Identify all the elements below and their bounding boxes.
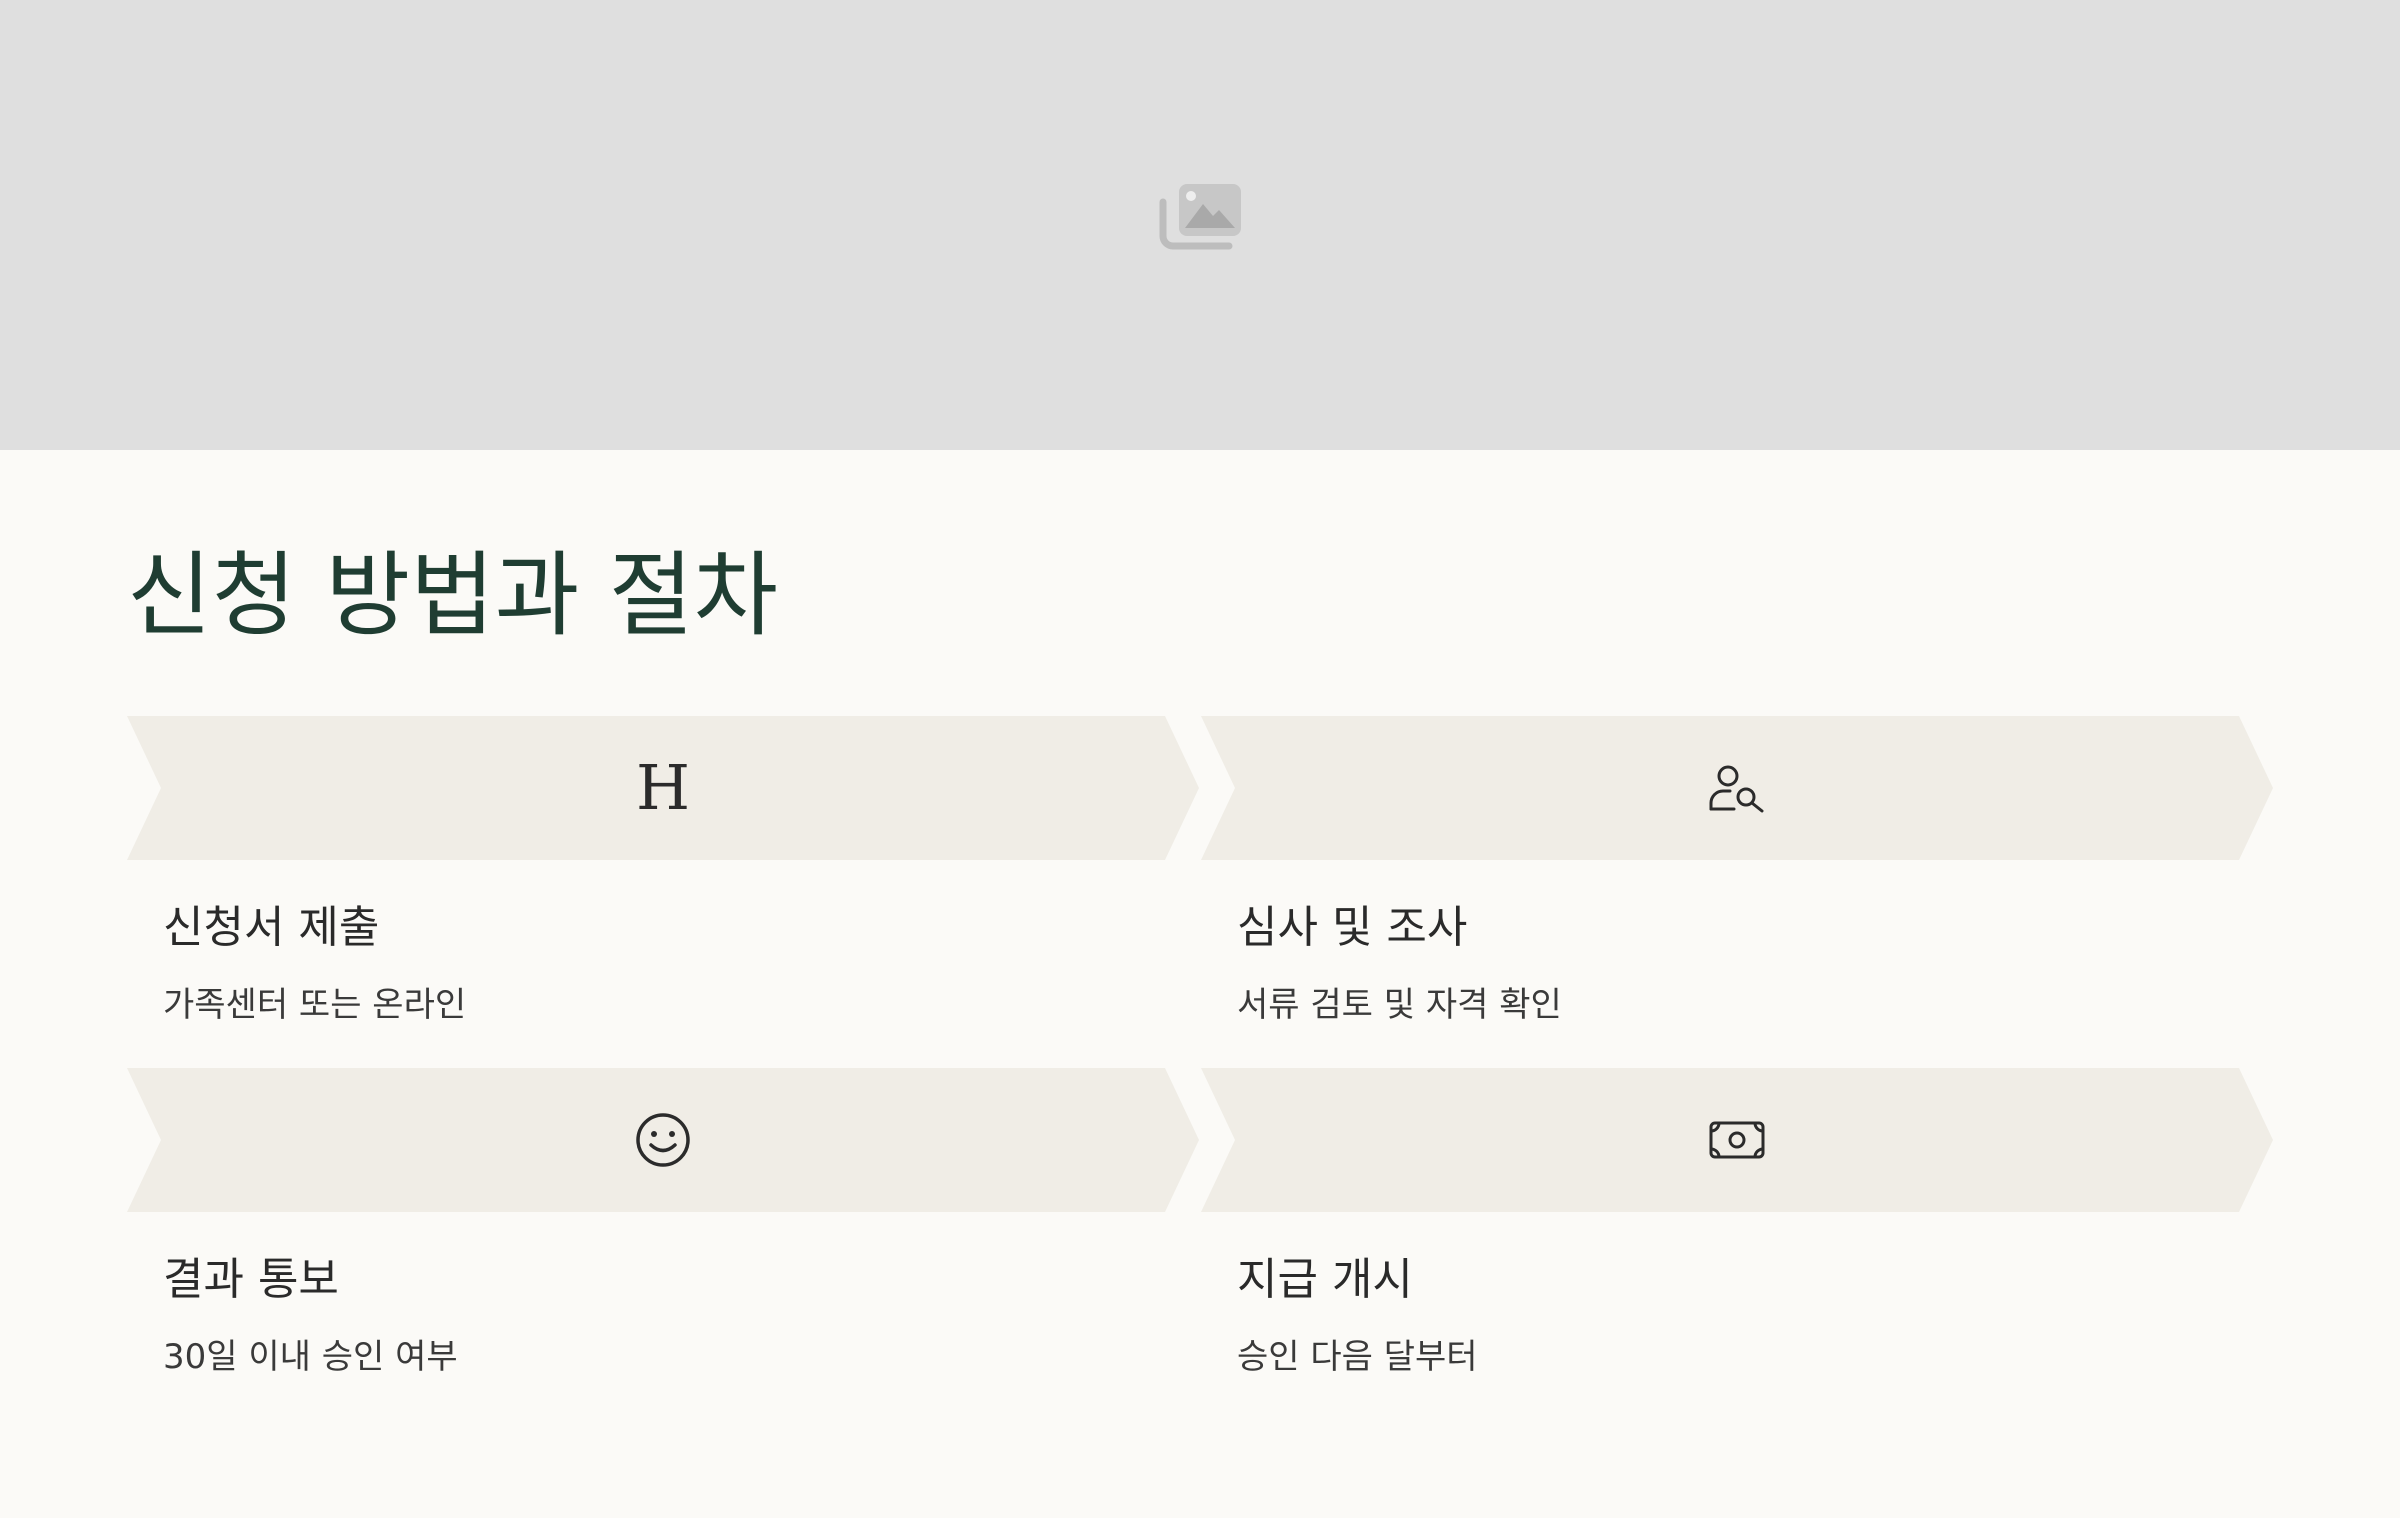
hero-image-placeholder <box>0 0 2400 450</box>
step-description: 가족센터 또는 온라인 <box>163 985 467 1025</box>
step-card-review: 심사 및 조사 서류 검토 및 자격 확인 <box>1201 716 2273 1022</box>
step-banner <box>1201 716 2273 860</box>
smiley-face-icon <box>633 1110 693 1170</box>
banknote-icon <box>1707 1110 1767 1170</box>
image-gallery-icon <box>1159 184 1241 250</box>
page-title: 신청 방법과 절차 <box>127 542 778 649</box>
letter-h-icon: H <box>635 751 691 824</box>
procedure-section: 신청 방법과 절차 H 신청서 제출 가족센터 또는 온라인 심사 및 조사 서… <box>0 450 2400 1518</box>
step-banner: H <box>127 716 1199 860</box>
step-banner <box>127 1068 1199 1212</box>
step-card-application: H 신청서 제출 가족센터 또는 온라인 <box>127 716 1199 1022</box>
step-title: 심사 및 조사 <box>1237 902 1468 953</box>
step-title: 지급 개시 <box>1237 1254 1413 1305</box>
step-description: 승인 다음 달부터 <box>1237 1337 1478 1377</box>
step-description: 서류 검토 및 자격 확인 <box>1237 985 1562 1025</box>
user-search-icon <box>1707 758 1767 818</box>
step-title: 신청서 제출 <box>163 902 380 953</box>
step-title: 결과 통보 <box>163 1254 339 1305</box>
step-card-result: 결과 통보 30일 이내 승인 여부 <box>127 1068 1199 1374</box>
step-description: 30일 이내 승인 여부 <box>163 1337 458 1377</box>
step-card-payment: 지급 개시 승인 다음 달부터 <box>1201 1068 2273 1374</box>
step-banner <box>1201 1068 2273 1212</box>
